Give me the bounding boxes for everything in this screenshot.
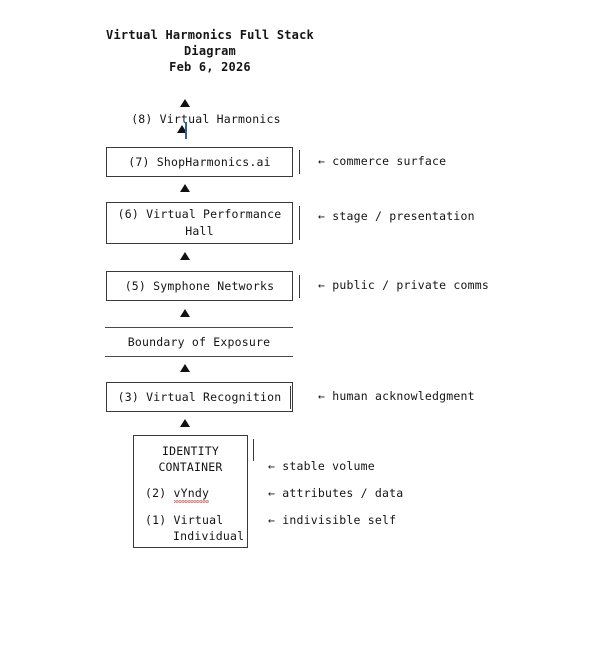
boundary-label: Boundary of Exposure — [127, 334, 271, 349]
box-tick-3 — [290, 386, 291, 409]
text-cursor-caret — [185, 122, 187, 139]
identity-header-line-1: IDENTITY — [162, 444, 219, 458]
boundary-of-exposure-band: Boundary of Exposure — [105, 327, 293, 357]
annotation-identity-indivisible-self: ← indivisible self — [268, 513, 397, 527]
title-line-1: Virtual Harmonics Full Stack Diagram — [106, 28, 314, 58]
stack-node-8-label: (8) Virtual Harmonics — [131, 112, 281, 126]
stack-box-6-label-line-1: (6) Virtual Performance — [117, 207, 282, 221]
box-tick-5 — [299, 275, 300, 298]
stack-box-3-virtual-recognition[interactable]: (3) Virtual Recognition — [106, 382, 293, 412]
annotation-3-human-acknowledgment: ← human acknowledgment — [318, 389, 475, 403]
annotation-5-public-private-comms: ← public / private comms — [318, 278, 489, 292]
box-tick-identity — [253, 439, 254, 461]
stack-box-5-label: (5) Symphone Networks — [124, 278, 275, 293]
arrow-up-icon-boundary-to-3 — [180, 364, 190, 372]
stack-box-6-text: (6) Virtual Performance Hall — [118, 206, 282, 240]
annotation-6-stage-presentation: ← stage / presentation — [318, 209, 475, 223]
arrow-up-icon-7-to-6 — [180, 184, 190, 192]
stack-box-3-label: (3) Virtual Recognition — [117, 389, 282, 404]
identity-row-2-label: vYndy — [173, 486, 210, 503]
identity-row-1-label-line-1: Virtual — [173, 513, 224, 527]
identity-row-1-label-line-2: Individual — [173, 529, 245, 543]
identity-row-1: (1) Virtual Individual — [133, 512, 248, 544]
identity-row-2: (2) vYndy — [133, 485, 248, 503]
box-tick-6 — [299, 206, 300, 240]
stack-box-6-label-line-2: Hall — [185, 224, 214, 238]
annotation-identity-stable-volume: ← stable volume — [268, 459, 375, 473]
identity-container-box[interactable] — [133, 435, 248, 548]
stack-box-5-symphone-networks[interactable]: (5) Symphone Networks — [106, 271, 293, 301]
stack-box-6-virtual-performance-hall[interactable]: (6) Virtual Performance Hall — [106, 202, 293, 244]
box-tick-7 — [299, 150, 300, 174]
identity-row-2-number: (2) — [145, 486, 167, 500]
annotation-identity-attributes-data: ← attributes / data — [268, 486, 404, 500]
arrow-up-icon-top — [180, 99, 190, 107]
arrow-up-icon-8-to-7 — [177, 125, 187, 133]
arrow-up-icon-3-to-identity — [180, 419, 190, 427]
title-line-2: Feb 6, 2026 — [169, 60, 251, 74]
identity-row-1-number: (1) — [145, 513, 167, 527]
identity-header: IDENTITY CONTAINER — [133, 443, 248, 475]
identity-header-line-2: CONTAINER — [158, 460, 223, 474]
annotation-7-commerce-surface: ← commerce surface — [318, 154, 447, 168]
arrow-up-icon-6-to-5 — [180, 252, 190, 260]
stack-box-7-label: (7) ShopHarmonics.ai — [128, 154, 271, 169]
arrow-up-icon-5-to-boundary — [180, 309, 190, 317]
stack-box-7-shopharmonics[interactable]: (7) ShopHarmonics.ai — [106, 147, 293, 177]
diagram-title: Virtual Harmonics Full Stack Diagram Feb… — [80, 27, 340, 75]
